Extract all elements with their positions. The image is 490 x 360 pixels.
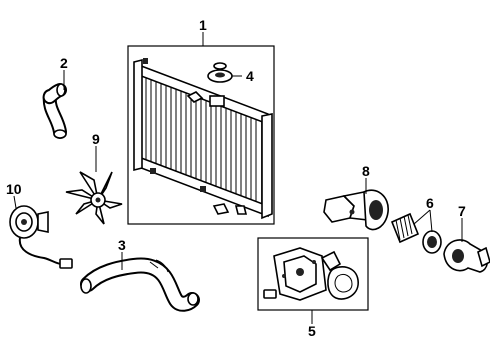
- callout-9: 9: [92, 131, 100, 147]
- thermostat-cover: [443, 239, 490, 273]
- callout-5: 5: [308, 323, 316, 339]
- callout-2: 2: [60, 55, 68, 71]
- callout-10: 10: [6, 181, 22, 197]
- water-outlet-housing-group: [257, 237, 369, 311]
- callout-7: 7: [458, 203, 466, 219]
- callout-4: 4: [246, 68, 254, 84]
- radiator-group: [127, 45, 275, 225]
- lower-radiator-hose: [80, 257, 200, 312]
- fan-motor: [9, 205, 73, 269]
- upper-radiator-hose: [42, 83, 67, 139]
- radiator-frame-box: [127, 45, 275, 225]
- callout-8: 8: [362, 163, 370, 179]
- radiator-cap: [207, 62, 233, 83]
- callout-labels: 1 2 3 4 5 6 7 8 9 10: [6, 17, 466, 339]
- callout-1: 1: [199, 17, 207, 33]
- cooling-fan: [65, 171, 123, 225]
- callout-6: 6: [426, 195, 434, 211]
- leader-lines: [13, 32, 463, 324]
- callout-3: 3: [118, 237, 126, 253]
- thermostat-seal-set: [390, 212, 442, 254]
- radiator: [133, 58, 273, 220]
- thermostat-housing: [323, 189, 389, 231]
- housing-frame-box: [257, 237, 369, 311]
